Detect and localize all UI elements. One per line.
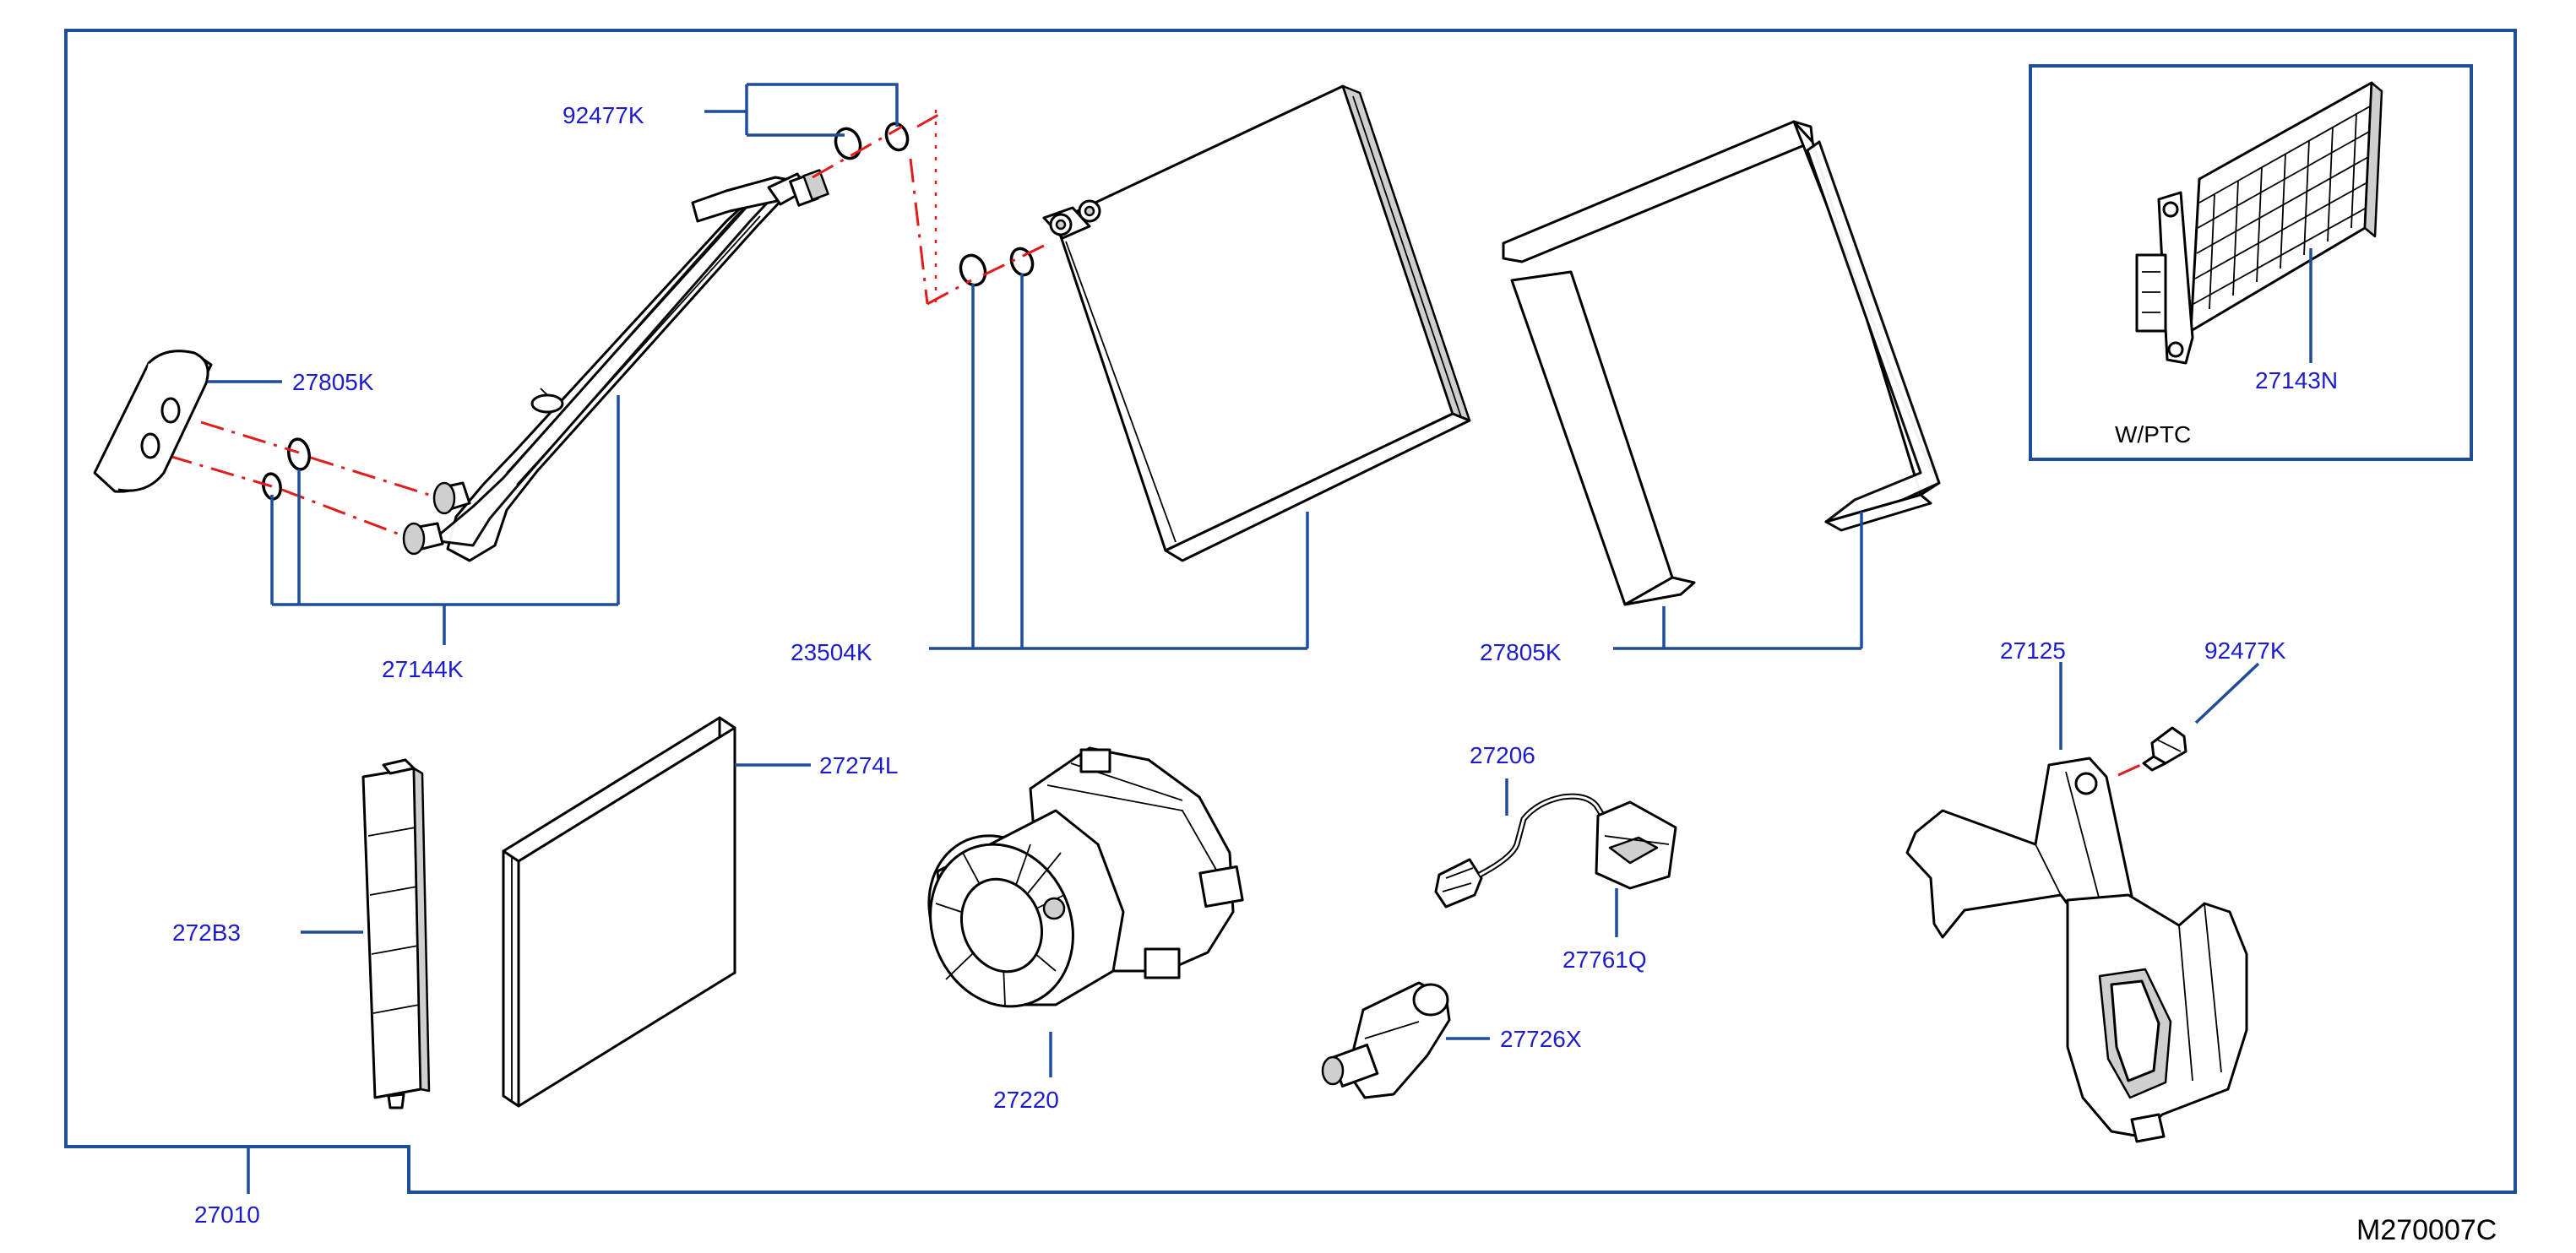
blower-motor-part	[927, 746, 1244, 1008]
filter-cover-part	[361, 758, 431, 1109]
leader-27144K	[270, 395, 620, 645]
ptc-inset-frame	[2029, 64, 2473, 461]
blower-resistor-part	[1434, 793, 1677, 909]
callout-27143N: 27143N	[2255, 367, 2338, 393]
bolt-part	[2142, 726, 2187, 772]
callout-27805K-seal: 27805K	[1480, 639, 1562, 665]
callout-27010: 27010	[194, 1201, 260, 1228]
o-ring-part	[884, 122, 910, 152]
intake-actuator-part	[1321, 981, 1451, 1099]
assembly-centerlines	[168, 110, 2175, 777]
evaporator-seal-part	[1502, 120, 1941, 606]
callout-27805K-plug: 27805K	[292, 369, 374, 395]
expansion-valve-plug-part	[93, 350, 213, 493]
callout-27206: 27206	[1470, 742, 1535, 768]
callout-272B3: 272B3	[172, 919, 241, 946]
blower-bracket-part	[1905, 757, 2248, 1143]
diagram-reference-code: M270007C	[2356, 1214, 2497, 1246]
refrigerant-pipe-part	[402, 169, 829, 562]
callout-27125: 27125	[2000, 637, 2066, 664]
leader-23504K-27805K	[929, 274, 1863, 650]
wptc-note: W/PTC	[2115, 421, 2191, 448]
callout-27726X: 27726X	[1500, 1026, 1582, 1052]
assembly-frame	[64, 29, 2517, 1194]
cabin-air-filter-part	[502, 716, 736, 1108]
callout-92477K-bolt: 92477K	[2204, 637, 2286, 664]
callout-92477K-top: 92477K	[562, 102, 644, 128]
o-ring-part	[287, 437, 311, 471]
callout-27761Q: 27761Q	[1562, 947, 1647, 973]
o-ring-part	[834, 127, 862, 160]
leader-92477K-top	[704, 83, 899, 137]
ptc-heater-part	[2135, 81, 2383, 365]
callout-27274L: 27274L	[819, 752, 898, 778]
callout-23504K: 23504K	[791, 639, 872, 665]
evaporator-part	[1042, 84, 1471, 562]
leader-92477K-bolt	[2194, 662, 2260, 724]
o-ring-part	[959, 253, 987, 287]
callout-27220: 27220	[993, 1087, 1059, 1113]
callout-27144K: 27144K	[382, 656, 464, 682]
